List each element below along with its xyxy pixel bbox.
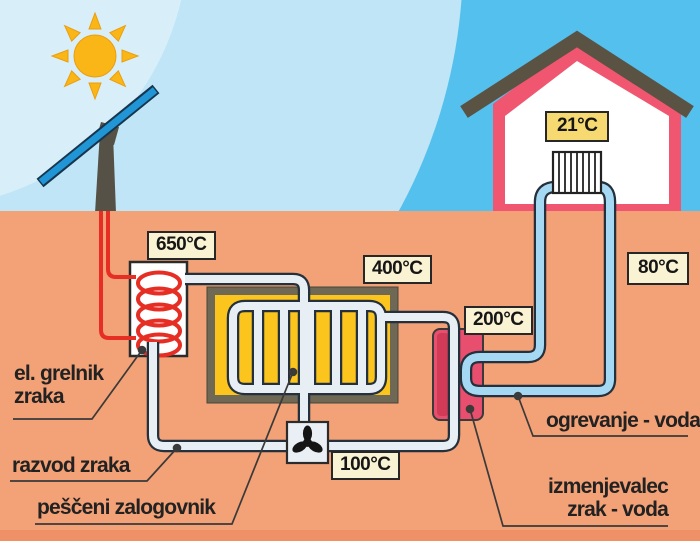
temp-heater-650: 650°C bbox=[147, 231, 216, 260]
label-exchanger-line1: izmenjevalec bbox=[548, 475, 669, 498]
sky-glow-inner-circle bbox=[0, 0, 182, 196]
fan bbox=[285, 420, 330, 465]
label-heating-water: ogrevanje - voda bbox=[546, 409, 700, 432]
heater-coil-icon bbox=[136, 270, 182, 358]
fan-icon bbox=[292, 425, 323, 453]
leader-dots bbox=[137, 345, 523, 453]
temp-storage-400: 400°C bbox=[363, 255, 432, 284]
ground-strip bbox=[0, 530, 700, 541]
radiator-icon bbox=[551, 150, 603, 195]
temp-room-21: 21°C bbox=[545, 111, 610, 142]
label-exchanger: izmenjevalec zrak - voda bbox=[480, 475, 669, 521]
air-pipes bbox=[146, 272, 461, 453]
label-electric-heater-line1: el. grelnik bbox=[14, 362, 104, 385]
label-electric-heater: el. grelnik zraka bbox=[14, 362, 104, 408]
temp-water-80: 80°C bbox=[627, 252, 690, 285]
temp-exchanger-200: 200°C bbox=[464, 306, 533, 335]
roof bbox=[460, 30, 694, 118]
water-pipes bbox=[459, 180, 617, 398]
heater-wires bbox=[99, 211, 136, 340]
leader-lines bbox=[10, 349, 688, 527]
label-sand-storage: peščeni zalogovnik bbox=[37, 496, 216, 519]
solar-panel bbox=[36, 84, 160, 213]
sun-icon bbox=[50, 11, 140, 101]
label-exchanger-line2: zrak - voda bbox=[567, 498, 669, 521]
panel-pole bbox=[95, 131, 116, 213]
label-electric-heater-line2: zraka bbox=[14, 385, 65, 408]
temp-air-100: 100°C bbox=[331, 451, 400, 480]
label-air-distribution: razvod zraka bbox=[12, 454, 130, 477]
exchanger-shade bbox=[437, 333, 449, 416]
